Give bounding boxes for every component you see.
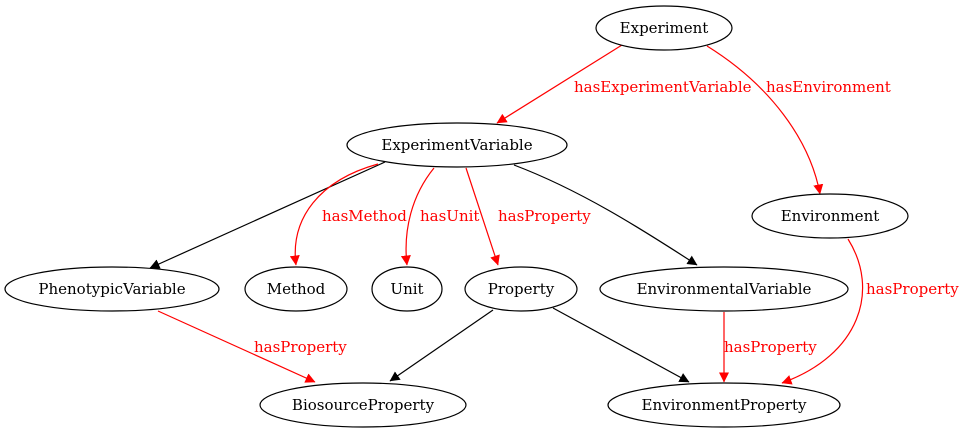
edge-label-has-method: hasMethod bbox=[322, 207, 407, 225]
edge-experimentvariable-environmentalvariable bbox=[513, 164, 698, 266]
edge-property-biosourceproperty bbox=[389, 309, 494, 382]
node-label: Environment bbox=[781, 207, 880, 225]
nodes: Experiment ExperimentVariable Environmen… bbox=[4, 5, 909, 428]
node-environmental-variable[interactable]: EnvironmentalVariable bbox=[599, 266, 849, 312]
edge-label-has-property-ev: hasProperty bbox=[498, 207, 591, 225]
edges bbox=[149, 44, 864, 385]
node-property[interactable]: Property bbox=[464, 266, 578, 312]
edge-experimentvariable-method bbox=[289, 163, 379, 266]
node-biosource-property[interactable]: BiosourceProperty bbox=[259, 382, 467, 428]
edge-property-environmentproperty bbox=[552, 307, 690, 383]
node-phenotypic-variable[interactable]: PhenotypicVariable bbox=[4, 266, 220, 312]
node-experiment-variable[interactable]: ExperimentVariable bbox=[346, 122, 568, 168]
edge-experimentvariable-unit bbox=[400, 167, 435, 266]
node-label: Unit bbox=[390, 280, 423, 298]
edge-experiment-experimentvariable bbox=[496, 44, 623, 124]
node-label: Method bbox=[267, 280, 326, 298]
edge-label-has-environment: hasEnvironment bbox=[766, 78, 891, 96]
edge-experiment-environment bbox=[706, 45, 824, 195]
edge-label-has-property-env: hasProperty bbox=[866, 280, 959, 298]
node-label: EnvironmentalVariable bbox=[637, 280, 812, 298]
node-label: BiosourceProperty bbox=[292, 396, 435, 414]
edge-phenotypicvariable-biosourceproperty bbox=[157, 310, 316, 383]
node-label: EnvironmentProperty bbox=[642, 396, 808, 414]
edge-label-has-property-envvar: hasProperty bbox=[724, 338, 817, 356]
edge-environment-environmentproperty bbox=[781, 238, 864, 385]
node-environment-property[interactable]: EnvironmentProperty bbox=[607, 382, 841, 428]
node-experiment[interactable]: Experiment bbox=[595, 5, 733, 51]
node-environment[interactable]: Environment bbox=[751, 193, 909, 239]
edge-labels: hasExperimentVariable hasEnvironment has… bbox=[254, 78, 959, 356]
node-method[interactable]: Method bbox=[244, 266, 348, 312]
node-label: PhenotypicVariable bbox=[38, 280, 185, 298]
node-label: Property bbox=[488, 280, 555, 298]
edge-label-has-experiment-variable: hasExperimentVariable bbox=[574, 78, 752, 96]
node-label: Experiment bbox=[620, 19, 709, 37]
edge-label-has-unit: hasUnit bbox=[420, 207, 479, 225]
edge-label-has-property-pv: hasProperty bbox=[254, 338, 347, 356]
edge-experimentvariable-property bbox=[465, 167, 500, 266]
edge-experimentvariable-phenotypicvariable bbox=[149, 161, 386, 269]
node-unit[interactable]: Unit bbox=[371, 266, 443, 312]
node-label: ExperimentVariable bbox=[381, 136, 532, 154]
